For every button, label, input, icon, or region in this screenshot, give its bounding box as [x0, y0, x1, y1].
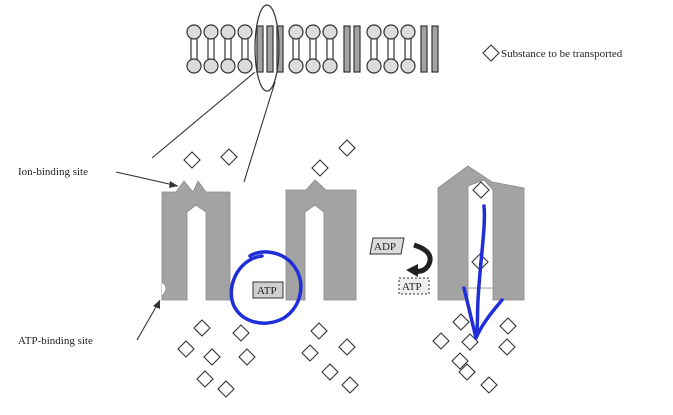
substance-diamond [310, 322, 328, 340]
substance-diamond [238, 348, 256, 366]
substance-diamond [177, 340, 195, 358]
substance-diamond [499, 317, 517, 335]
substance-diamond [220, 148, 238, 166]
substance-diamond [432, 332, 450, 350]
substance-diamond [338, 338, 356, 356]
phospholipid-group-2 [288, 24, 338, 74]
curved-reaction-arrowhead [406, 264, 418, 277]
substance-diamond [321, 363, 339, 381]
substance-diamond [458, 363, 476, 381]
svg-text:ATP: ATP [402, 281, 422, 293]
substance-diamond [338, 139, 356, 157]
transport-protein-2 [285, 179, 357, 301]
membrane-protein-bar [431, 25, 439, 73]
membrane-strip [186, 24, 439, 74]
zoom-highlight-ellipse [254, 4, 280, 92]
substance-diamond [498, 338, 516, 356]
atp-released-tag: ATP [398, 277, 430, 295]
transport-protein-1 [161, 180, 231, 301]
legend: Substance to be transported [482, 44, 623, 62]
svg-text:ATP: ATP [257, 285, 277, 297]
substance-diamond [480, 376, 498, 394]
phospholipid-group-1 [186, 24, 253, 74]
substance-diamonds [177, 139, 517, 398]
substance-diamond [232, 324, 250, 342]
atp-binding-notch [161, 281, 167, 297]
substance-diamond [203, 348, 221, 366]
substance-diamond [472, 181, 490, 199]
substance-diamond [196, 370, 214, 388]
atp-binding-site-label: ATP-binding site [18, 335, 93, 347]
handdrawn-circle-annotation [229, 250, 303, 325]
atp-bound-tag: ATP [252, 281, 284, 299]
membrane-protein-bar [276, 25, 284, 73]
zoom-line-right [243, 81, 276, 183]
membrane-protein-bar [266, 25, 274, 73]
legend-label: Substance to be transported [501, 48, 623, 60]
membrane-protein-bar [256, 25, 264, 73]
substance-diamond [451, 352, 469, 370]
substance-diamond [183, 151, 201, 169]
substance-diamond-icon [482, 44, 500, 62]
membrane-protein-bar [343, 25, 351, 73]
substance-diamond [301, 344, 319, 362]
phospholipid-group-3 [366, 24, 416, 74]
handdrawn-down-arrow-annotation [462, 204, 504, 340]
atp-binding-site-arrowhead [153, 300, 160, 309]
substance-diamond [341, 376, 359, 394]
ion-binding-site-label: Ion-binding site [18, 166, 88, 178]
substance-diamond [311, 159, 329, 177]
adp-tag: ADP [369, 237, 405, 255]
ion-binding-site-pointer [115, 171, 179, 187]
zoom-line-left [151, 71, 256, 159]
membrane-protein-bar [420, 25, 428, 73]
substance-diamond [217, 380, 235, 398]
substance-diamond [452, 313, 470, 331]
substance-diamond [193, 319, 211, 337]
membrane-protein-bar [353, 25, 361, 73]
svg-text:ADP: ADP [374, 241, 396, 253]
ion-binding-site-arrowhead [169, 181, 178, 188]
